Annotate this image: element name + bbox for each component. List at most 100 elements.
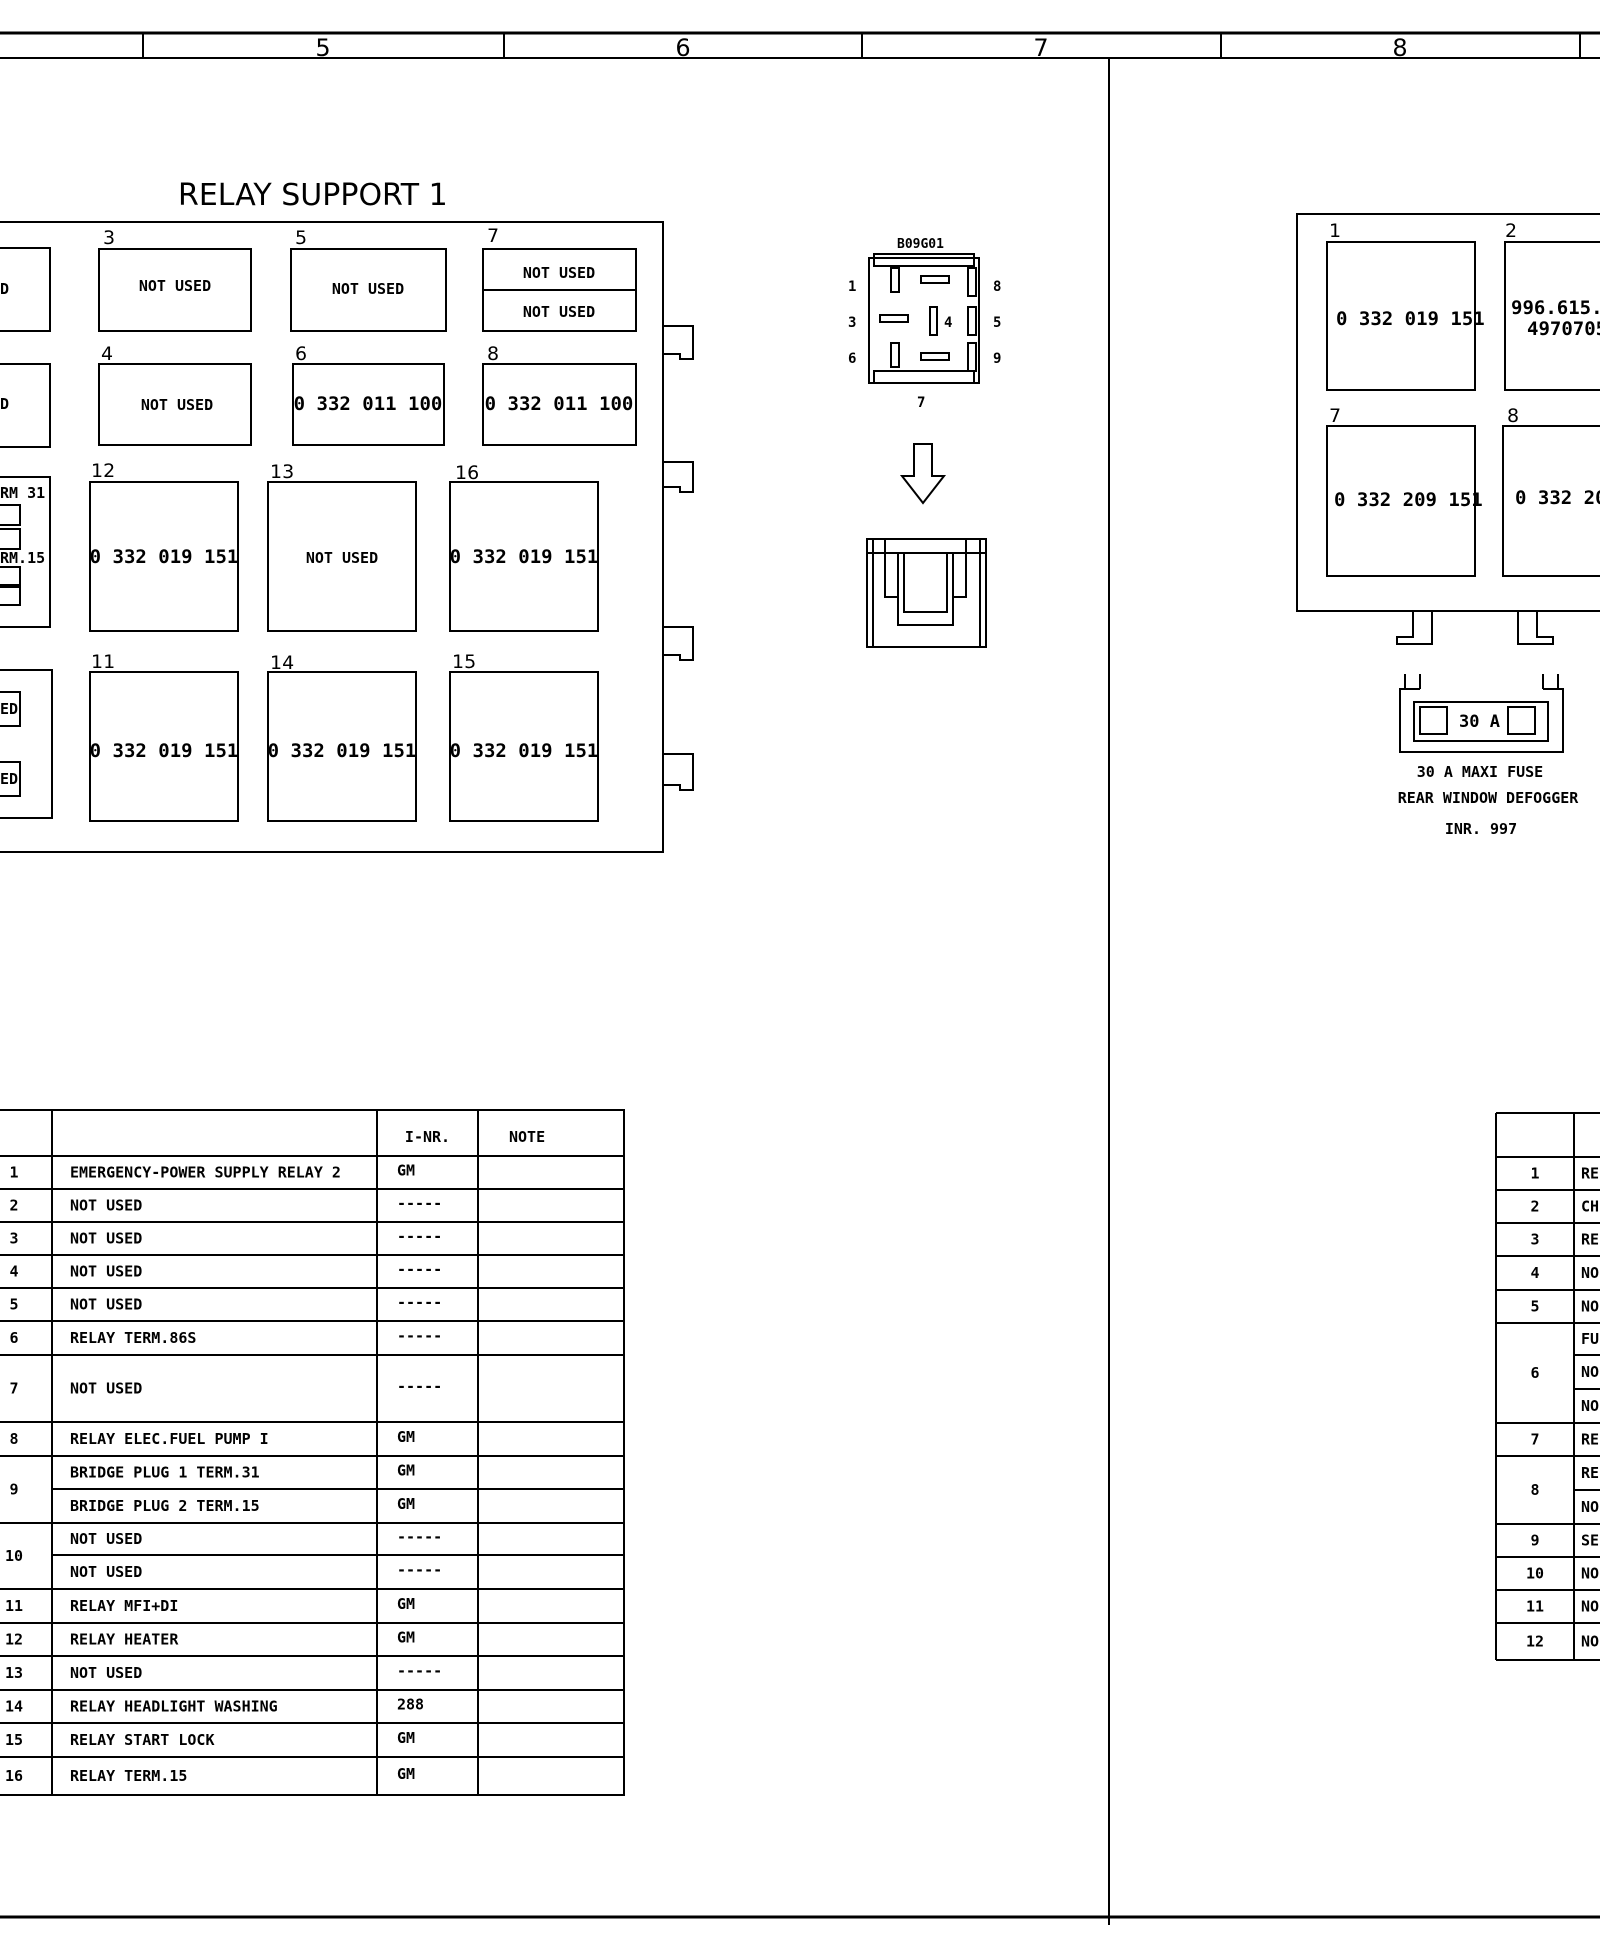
slot-number: 15: [452, 651, 476, 673]
table-row-number: 4: [9, 1263, 18, 1281]
slot-label: 0 332 20: [1515, 487, 1600, 509]
slot-label: 4970705: [1527, 318, 1600, 340]
table-row-inr: -----: [397, 1228, 442, 1246]
slot-number: 7: [487, 225, 499, 247]
relay-support-1-title: RELAY SUPPORT 1: [178, 178, 448, 213]
slot-label: 0 332 019 151: [268, 740, 417, 762]
slot-number: 5: [295, 227, 307, 249]
table-row-number: 16: [5, 1767, 23, 1785]
relay-support-2-panel: [1296, 213, 1600, 753]
table-row-inr: GM: [397, 1428, 415, 1446]
slot-label: 0 332 011 100: [485, 393, 634, 415]
table-row-number: 1: [9, 1164, 18, 1182]
table-row-inr: -----: [397, 1261, 442, 1279]
table-row-inr: GM: [397, 1729, 415, 1747]
table-row-desc: NO: [1581, 1397, 1599, 1415]
table-row-inr: -----: [397, 1561, 442, 1579]
connector-pin-label: 3: [848, 315, 856, 331]
table-row-number: 8: [1530, 1481, 1539, 1499]
table-row-inr: 288: [397, 1696, 424, 1714]
table-row-number: 2: [1530, 1198, 1539, 1216]
slot-number: 3: [103, 227, 115, 249]
table-row-inr: GM: [397, 1629, 415, 1647]
table-row-number: 11: [1526, 1598, 1544, 1616]
table-row-desc: NO: [1581, 1598, 1599, 1616]
table-row-desc: NOT USED: [70, 1563, 142, 1581]
connector-pin-label: 9: [993, 351, 1001, 367]
grid-column-label: 7: [1033, 34, 1048, 62]
table-row-inr: -----: [397, 1327, 442, 1345]
slot-label: 996.615.1: [1511, 297, 1600, 319]
slot-label: NOT USED: [306, 549, 378, 567]
table-row-number: 7: [9, 1380, 18, 1398]
slot-number: 6: [295, 343, 307, 365]
connector-pin-label: 4: [944, 315, 952, 331]
table-row-desc: RELAY HEADLIGHT WASHING: [70, 1698, 278, 1716]
partial-label: ED: [0, 700, 18, 718]
table-row-desc: RELAY ELEC.FUEL PUMP I: [70, 1430, 269, 1448]
connector-pin-label: 1: [848, 279, 856, 295]
fuse-caption: INR. 997: [1445, 820, 1517, 838]
table-row-number: 9: [1530, 1532, 1539, 1550]
table-row-desc: RELAY HEATER: [70, 1631, 179, 1649]
table-row-number: 14: [5, 1698, 23, 1716]
grid-header: [0, 31, 1600, 59]
table-row-number: 7: [1530, 1431, 1539, 1449]
table-row-number: 6: [1530, 1364, 1539, 1382]
relay-table-1: [0, 1109, 625, 1796]
table-header: I-NR.: [405, 1128, 450, 1146]
partial-label: RM.15: [0, 549, 45, 567]
grid-column-label: 8: [1392, 34, 1407, 62]
table-row-desc: NOT USED: [70, 1296, 142, 1314]
table-row-number: 6: [9, 1329, 18, 1347]
partial-label: ED: [0, 770, 18, 788]
connector-pin-label: 6: [848, 351, 856, 367]
grid-column-label: 6: [675, 34, 690, 62]
table-row-inr: GM: [397, 1765, 415, 1783]
table-row-number: 1: [1530, 1165, 1539, 1183]
table-row-desc: EMERGENCY-POWER SUPPLY RELAY 2: [70, 1164, 341, 1182]
partial-label: D: [0, 280, 9, 298]
slot-label: NOT USED: [141, 396, 213, 414]
connector-pin-label: 5: [993, 315, 1001, 331]
table-row-number: 13: [5, 1664, 23, 1682]
table-row-desc: NO: [1581, 1498, 1599, 1516]
table-row-desc: RELAY TERM.86S: [70, 1329, 196, 1347]
table-row-inr: GM: [397, 1495, 415, 1513]
table-row-inr: GM: [397, 1162, 415, 1180]
table-header: NOTE: [509, 1128, 545, 1146]
slot-number: 13: [270, 461, 294, 483]
table-row-inr: GM: [397, 1595, 415, 1613]
table-row-number: 12: [5, 1631, 23, 1649]
table-row-desc: RE: [1581, 1165, 1599, 1183]
relay-side-view-icon: [866, 538, 987, 648]
table-row-desc: NOT USED: [70, 1230, 142, 1248]
table-row-desc: CH: [1581, 1198, 1599, 1216]
fuse-caption: 30 A MAXI FUSE: [1417, 763, 1543, 781]
table-row-number: 4: [1530, 1264, 1539, 1282]
table-row-desc: RE: [1581, 1231, 1599, 1249]
table-row-number: 10: [1526, 1565, 1544, 1583]
table-row-desc: BRIDGE PLUG 2 TERM.15: [70, 1497, 260, 1515]
table-row-number: 12: [1526, 1633, 1544, 1651]
table-row-desc: NOT USED: [70, 1263, 142, 1281]
slot-label: 0 332 019 151: [90, 740, 239, 762]
table-row-number: 15: [5, 1731, 23, 1749]
table-row-inr: -----: [397, 1294, 442, 1312]
table-row-desc: NO: [1581, 1633, 1599, 1651]
fuse-rating: 30 A: [1459, 712, 1500, 732]
connector-pin-label: 7: [917, 395, 925, 411]
table-frame: [0, 1109, 625, 1796]
table-row-inr: -----: [397, 1662, 442, 1680]
slot-label: 0 332 019 151: [450, 546, 599, 568]
table-row-inr: -----: [397, 1378, 442, 1396]
slot-number: 7: [1329, 405, 1341, 427]
slot-number: 16: [455, 462, 479, 484]
slot-number: 14: [270, 652, 294, 674]
table-row-desc: NO: [1581, 1565, 1599, 1583]
grid-column-label: 5: [315, 34, 330, 62]
slot-label: NOT USED: [139, 277, 211, 295]
slot-number: 8: [1507, 405, 1519, 427]
table-row-desc: NOT USED: [70, 1664, 142, 1682]
